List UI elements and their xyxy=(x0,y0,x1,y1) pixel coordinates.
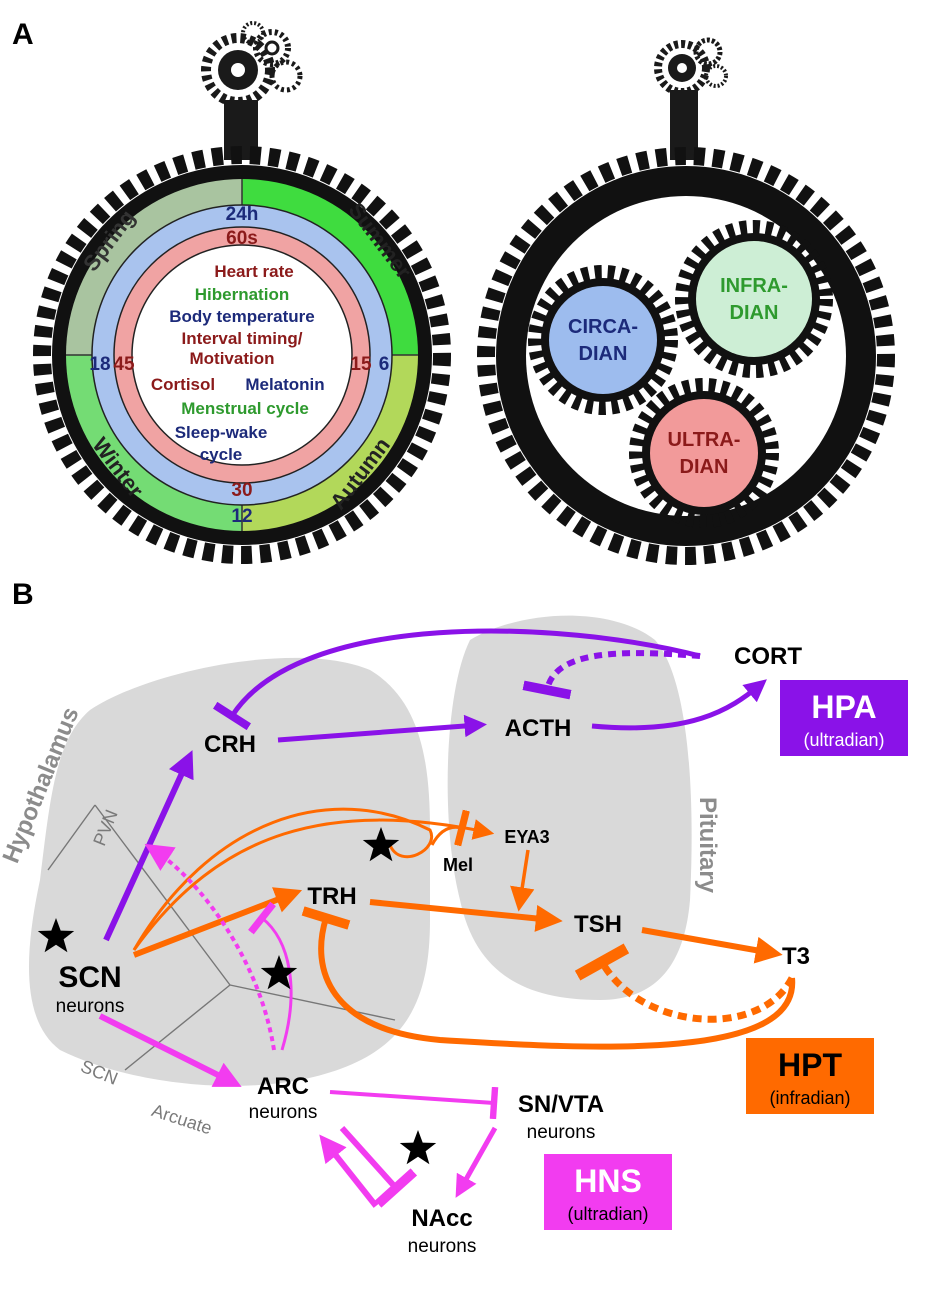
clock-face xyxy=(131,244,353,466)
hpa-crh-to-acth xyxy=(277,714,487,743)
rhythm-menstrual-cycle: Menstrual cycle xyxy=(181,399,309,418)
infradian-gear: INFRA- DIAN xyxy=(675,220,833,378)
hpt-trh-to-tsh xyxy=(369,899,563,932)
rhythm-sleep-wake: Sleep-wake xyxy=(175,423,268,442)
hpt-eya3-to-tsh xyxy=(510,849,535,912)
hpa-label: HPA xyxy=(811,689,876,725)
hypothalamus-subdivisions xyxy=(47,804,396,1071)
hns-nacc-to-arc xyxy=(319,1134,379,1208)
hpa-acth-to-cort xyxy=(591,679,767,731)
ultradian-gear: ULTRA- DIAN xyxy=(629,378,779,528)
node-scn-sub: neurons xyxy=(56,996,125,1017)
left-clock: Spring Summer Autumn Winter 24h 6 12 18 … xyxy=(33,146,451,564)
rhythm-cycle: cycle xyxy=(200,445,243,464)
rhythm-interval-timing: Interval timing/ xyxy=(182,329,303,348)
node-nacc: NAcc xyxy=(411,1205,472,1232)
region-pituitary: Pituitary xyxy=(694,797,721,894)
hns-arc-to-nacc-inhibition xyxy=(339,1125,418,1208)
rhythm-hibernation: Hibernation xyxy=(195,285,289,304)
hpt-scn-to-mel-inhibition xyxy=(132,807,434,951)
right-clock: CIRCA- DIAN INFRA- DIAN ULTRA- DIAN xyxy=(477,147,895,565)
hour-label-bottom: 12 xyxy=(231,506,252,527)
node-scn: SCN xyxy=(58,961,121,994)
star-markers xyxy=(37,827,437,1165)
node-nacc-sub: neurons xyxy=(408,1236,477,1257)
rhythm-melatonin: Melatonin xyxy=(245,375,324,394)
node-t3: T3 xyxy=(782,943,810,970)
hpa-box: HPA (ultradian) xyxy=(780,680,908,756)
hpt-t3-to-tsh-inhibition xyxy=(574,943,796,1023)
star-icon xyxy=(399,1130,437,1165)
hpa-cort-to-crh-inhibition xyxy=(213,628,701,731)
circadian-label-1: CIRCA- xyxy=(568,316,638,338)
node-trh: TRH xyxy=(307,883,356,910)
node-arc-sub: neurons xyxy=(249,1102,318,1123)
star-icon xyxy=(362,827,400,862)
node-snvta: SN/VTA xyxy=(518,1091,604,1118)
second-label-right: 15 xyxy=(350,354,372,375)
pituitary-region xyxy=(447,615,692,1000)
left-clock-crown-gears xyxy=(201,21,303,160)
panel-label-a: A xyxy=(12,18,34,51)
hpt-mel-to-eya3-inhibition xyxy=(430,809,470,847)
hns-label: HNS xyxy=(574,1163,642,1199)
rhythm-heart-rate: Heart rate xyxy=(214,262,293,281)
rhythm-body-temperature: Body temperature xyxy=(169,307,314,326)
node-eya3: EYA3 xyxy=(504,827,549,847)
node-mel: Mel xyxy=(443,855,473,875)
hpa-sub: (ultradian) xyxy=(803,730,884,750)
node-tsh: TSH xyxy=(574,911,622,938)
ultradian-label-1: ULTRA- xyxy=(668,429,741,451)
node-cort: CORT xyxy=(734,643,802,670)
hns-arc-to-crh-dashed xyxy=(144,843,276,1051)
star-icon xyxy=(260,955,298,990)
rhythm-motivation: Motivation xyxy=(190,349,275,368)
node-arc: ARC xyxy=(257,1073,309,1100)
second-label-top: 60s xyxy=(226,228,258,249)
hour-label-left: 18 xyxy=(89,354,110,375)
hpt-box: HPT (infradian) xyxy=(746,1038,874,1114)
node-snvta-sub: neurons xyxy=(527,1122,596,1143)
node-acth: ACTH xyxy=(505,715,572,742)
hpt-sub: (infradian) xyxy=(769,1088,850,1108)
infradian-label-2: DIAN xyxy=(730,302,779,324)
circadian-gear: CIRCA- DIAN xyxy=(528,265,678,415)
rhythm-cortisol: Cortisol xyxy=(151,375,215,394)
hns-snvta-to-nacc xyxy=(455,1126,498,1198)
hns-sub: (ultradian) xyxy=(567,1204,648,1224)
hns-arc-to-snvta-inhibition xyxy=(329,1086,499,1120)
node-crh: CRH xyxy=(204,731,256,758)
hpt-label: HPT xyxy=(778,1047,842,1083)
hpt-tsh-to-t3 xyxy=(641,927,783,964)
infradian-label-1: INFRA- xyxy=(720,275,788,297)
second-label-bottom: 30 xyxy=(231,480,252,501)
second-label-left: 45 xyxy=(113,354,135,375)
hpt-t3-to-trh-inhibition xyxy=(301,906,796,1050)
hour-label-top: 24h xyxy=(226,204,259,225)
star-icon xyxy=(37,918,75,953)
hpa-cort-to-acth-inhibition xyxy=(522,650,701,700)
hns-box: HNS (ultradian) xyxy=(544,1154,672,1230)
circadian-label-2: DIAN xyxy=(579,343,628,365)
region-arcuate: Arcuate xyxy=(149,1100,214,1138)
hpt-scn-to-eya3 xyxy=(132,818,495,951)
hour-label-right: 6 xyxy=(379,354,390,375)
panel-label-b: B xyxy=(12,578,34,611)
hns-scn-to-arc xyxy=(98,1013,242,1087)
ultradian-label-2: DIAN xyxy=(680,456,729,478)
right-clock-crown-gears xyxy=(654,37,728,160)
